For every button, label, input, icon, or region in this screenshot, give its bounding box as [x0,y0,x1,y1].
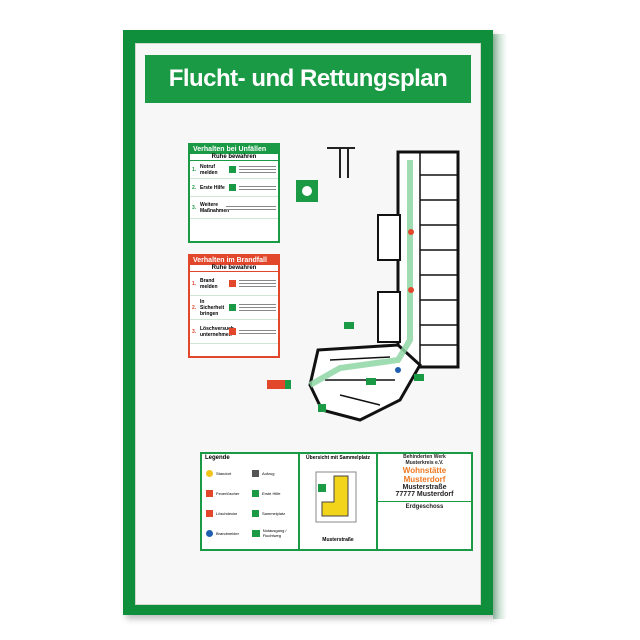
legend-item: Löschdecke [206,510,237,517]
info-panel: Behinderten Werk Musterkreis e.V. Wohnst… [376,452,473,551]
legend-panel: Legende Standort Aufzug Feuerlöscher Ers… [200,452,300,551]
phone-icon [229,166,236,173]
fire-step: 1. Brand melden [190,272,278,296]
accident-panel: Verhalten bei Unfällen Ruhe bewahren 1. … [188,143,280,243]
legend-item: Erste Hilfe [252,490,280,497]
extinguisher-icon [206,490,213,497]
org-name-2: Musterkreis e.V. [405,460,444,466]
accident-step: 1. Notruf melden [190,161,278,179]
exit-sign-icon [252,529,260,537]
outside-exit-icon [267,380,285,389]
extinguisher-icon [408,287,414,293]
first-aid-icon [229,184,236,191]
overview-heading: Übersicht mit Sammelplatz [306,455,370,461]
town-name: Musterdorf [403,475,446,484]
legend-item: Standort [206,470,231,477]
fire-blanket-icon [206,510,213,517]
exit-sign-icon [414,374,424,381]
extinguisher-icon [229,328,236,335]
city-name: 77777 Musterdorf [395,491,454,498]
exit-sign-icon [318,404,326,412]
fire-alarm-icon [229,280,236,287]
facility-name: Wohnstätte [402,466,447,475]
accident-heading: Verhalten bei Unfällen [190,145,278,154]
floor-label: Erdgeschoss [378,501,471,510]
overview-street: Musterstraße [322,537,354,543]
accident-step: 3. Weitere Maßnahmen [190,197,278,219]
standort-icon [395,367,401,373]
standort-icon [206,470,213,477]
legend-heading: Legende [205,455,230,461]
title-bar: Flucht- und Rettungsplan [145,55,471,103]
fire-step: 2. In Sicherheit bringen [190,296,278,320]
legend-item: Sammelplatz [252,510,285,517]
extinguisher-icon [408,229,414,235]
overview-map [315,471,357,523]
fire-panel: Verhalten im Brandfall Ruhe bewahren 1. … [188,254,280,358]
legend-item: Brandmelder [206,530,239,537]
fire-step: 3. Löschversuch unternehmen [190,320,278,344]
assembly-point-icon [318,484,326,492]
frame-edge [493,34,507,619]
accident-subheading: Ruhe bewahren [190,154,278,161]
page-title: Flucht- und Rettungsplan [168,65,448,92]
fire-alarm-icon [206,530,213,537]
fire-subheading: Ruhe bewahren [190,265,278,272]
elevator-icon [252,470,259,477]
assembly-point-icon [252,510,259,517]
building-footprint [321,475,349,517]
entrance-marker [327,147,355,178]
accident-step: 2. Erste Hilfe [190,179,278,197]
overview-panel: Übersicht mit Sammelplatz Musterstraße [298,452,378,551]
exit-sign-icon [344,322,354,329]
first-aid-icon [252,490,259,497]
legend-item: Feuerlöscher [206,490,239,497]
fire-heading: Verhalten im Brandfall [190,256,278,265]
legend-item: Notausgang / Fluchtweg [252,528,296,538]
exit-sign-icon [366,378,376,385]
building-outline [308,150,460,422]
legend-item: Aufzug [252,470,274,477]
street-name: Musterstraße [402,484,447,491]
exit-icon [229,304,236,311]
escape-route [308,160,413,388]
org-name: Behinderten Werk [403,454,446,460]
